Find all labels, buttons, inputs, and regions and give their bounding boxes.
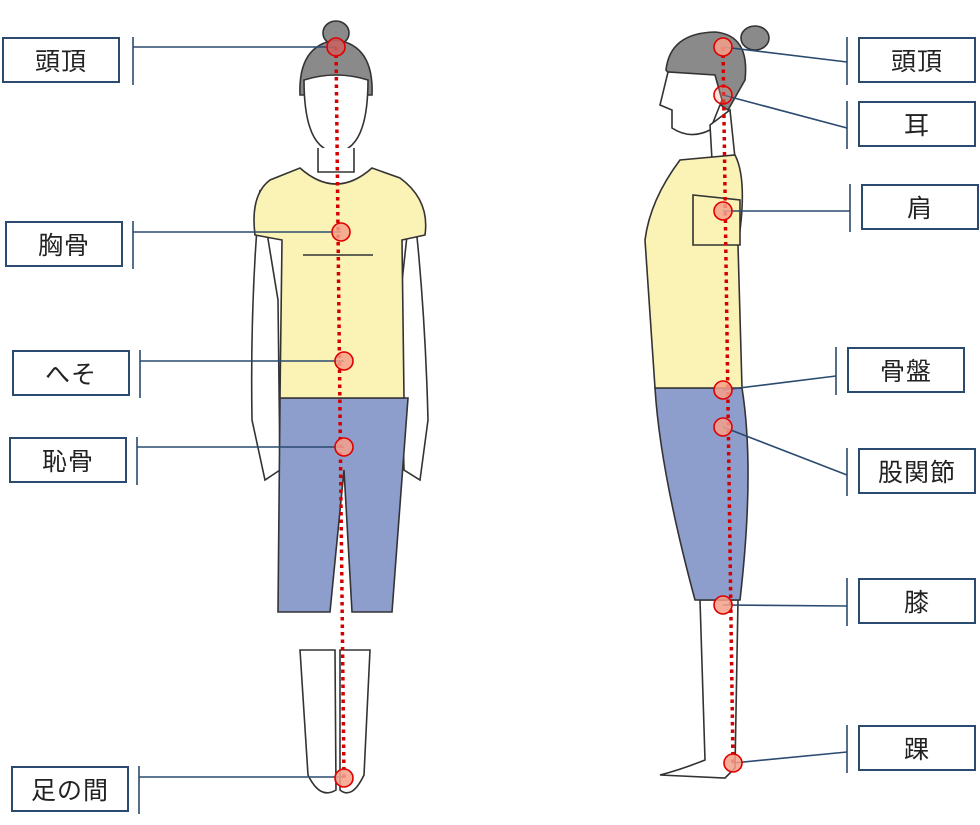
marker-front-sternum (331, 222, 351, 242)
label-side-crown: 頭頂 (858, 37, 976, 83)
marker-side-hip-joint (713, 417, 733, 437)
marker-side-pelvis (713, 380, 733, 400)
marker-side-shoulder (713, 201, 733, 221)
label-front-between-feet: 足の間 (11, 766, 129, 812)
markers (326, 37, 743, 788)
marker-side-ankle (723, 753, 743, 773)
marker-front-between-feet (334, 768, 354, 788)
marker-side-ear (713, 85, 733, 105)
label-front-sternum: 胸骨 (5, 221, 123, 267)
label-front-pubis: 恥骨 (9, 437, 127, 483)
front-figure (250, 20, 429, 794)
marker-side-knee (713, 595, 733, 615)
label-side-hip-joint: 股関節 (858, 448, 976, 494)
marker-front-navel (334, 351, 354, 371)
side-figure (644, 25, 770, 779)
leader-lines (132, 37, 851, 814)
label-side-pelvis: 骨盤 (847, 347, 965, 393)
label-side-ear: 耳 (858, 101, 976, 147)
front-plumb-line (334, 46, 346, 779)
label-front-crown: 頭頂 (2, 37, 120, 83)
marker-front-crown (326, 37, 346, 57)
label-side-ankle: 踝 (858, 725, 976, 771)
label-side-knee: 膝 (858, 578, 976, 624)
marker-front-pubis (334, 437, 354, 457)
label-side-shoulder: 肩 (861, 184, 979, 230)
label-front-navel: へそ (12, 350, 130, 396)
marker-side-crown (713, 37, 733, 57)
